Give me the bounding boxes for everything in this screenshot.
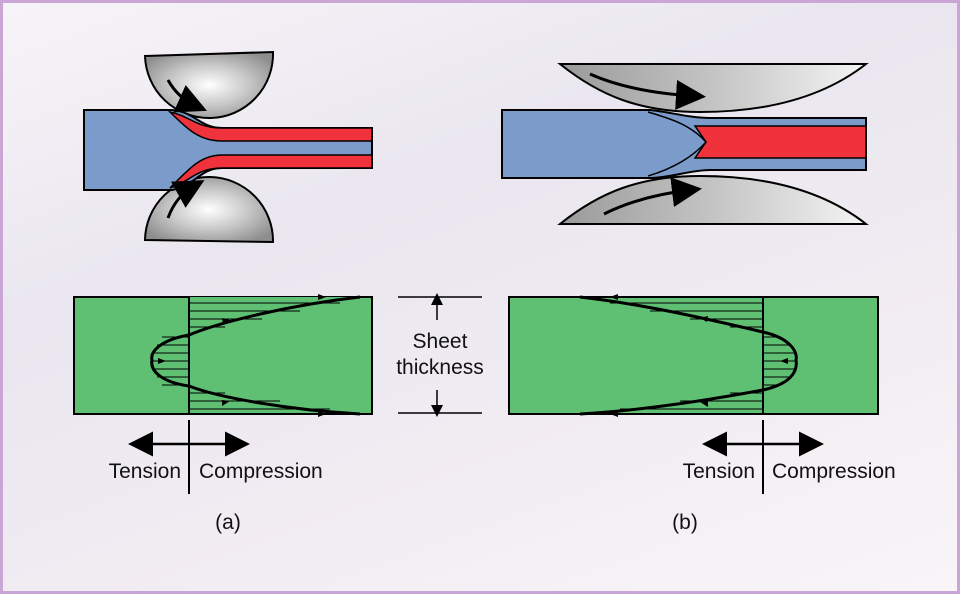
rolling-b-top xyxy=(501,63,869,225)
sheet-thickness-label-line2: thickness xyxy=(396,356,484,379)
tension-label-a: Tension xyxy=(109,460,181,483)
stress-curve-a xyxy=(150,295,361,416)
roll-rotation-arrow-icon xyxy=(166,180,205,219)
compression-label-b: Compression xyxy=(772,460,896,483)
deformed-core-b xyxy=(693,125,867,159)
stress-sheet-b xyxy=(508,296,879,415)
deformed-layer-upper-a xyxy=(167,110,373,142)
caption-a: (a) xyxy=(215,511,241,534)
roll-rotation-arrow-icon xyxy=(589,72,706,110)
lower-roll-b xyxy=(557,174,869,225)
sheet-thickness-label-line1: Sheet xyxy=(413,330,468,353)
upper-roll-a xyxy=(143,50,275,120)
tension-label-b: Tension xyxy=(683,460,755,483)
stress-axis-b: Tension Compression xyxy=(683,420,896,494)
roll-rotation-arrow-icon xyxy=(166,79,207,113)
stress-curve-b xyxy=(579,295,798,416)
stress-distribution-b xyxy=(508,294,879,417)
compression-label-a: Compression xyxy=(199,460,323,483)
deformed-layer-lower-a xyxy=(169,154,373,189)
stress-distribution-a xyxy=(73,294,373,417)
flow-line-b xyxy=(647,111,708,177)
caption-b: (b) xyxy=(672,511,698,534)
roll-rotation-arrow-icon xyxy=(603,177,702,216)
upper-roll-b xyxy=(557,63,869,114)
sheet-a xyxy=(83,109,373,191)
stress-axis-a: Tension Compression xyxy=(109,420,323,494)
rolling-a-top xyxy=(83,50,373,244)
stress-region-a xyxy=(189,297,360,333)
sheet-thickness-indicator: Sheet thickness xyxy=(396,293,484,417)
